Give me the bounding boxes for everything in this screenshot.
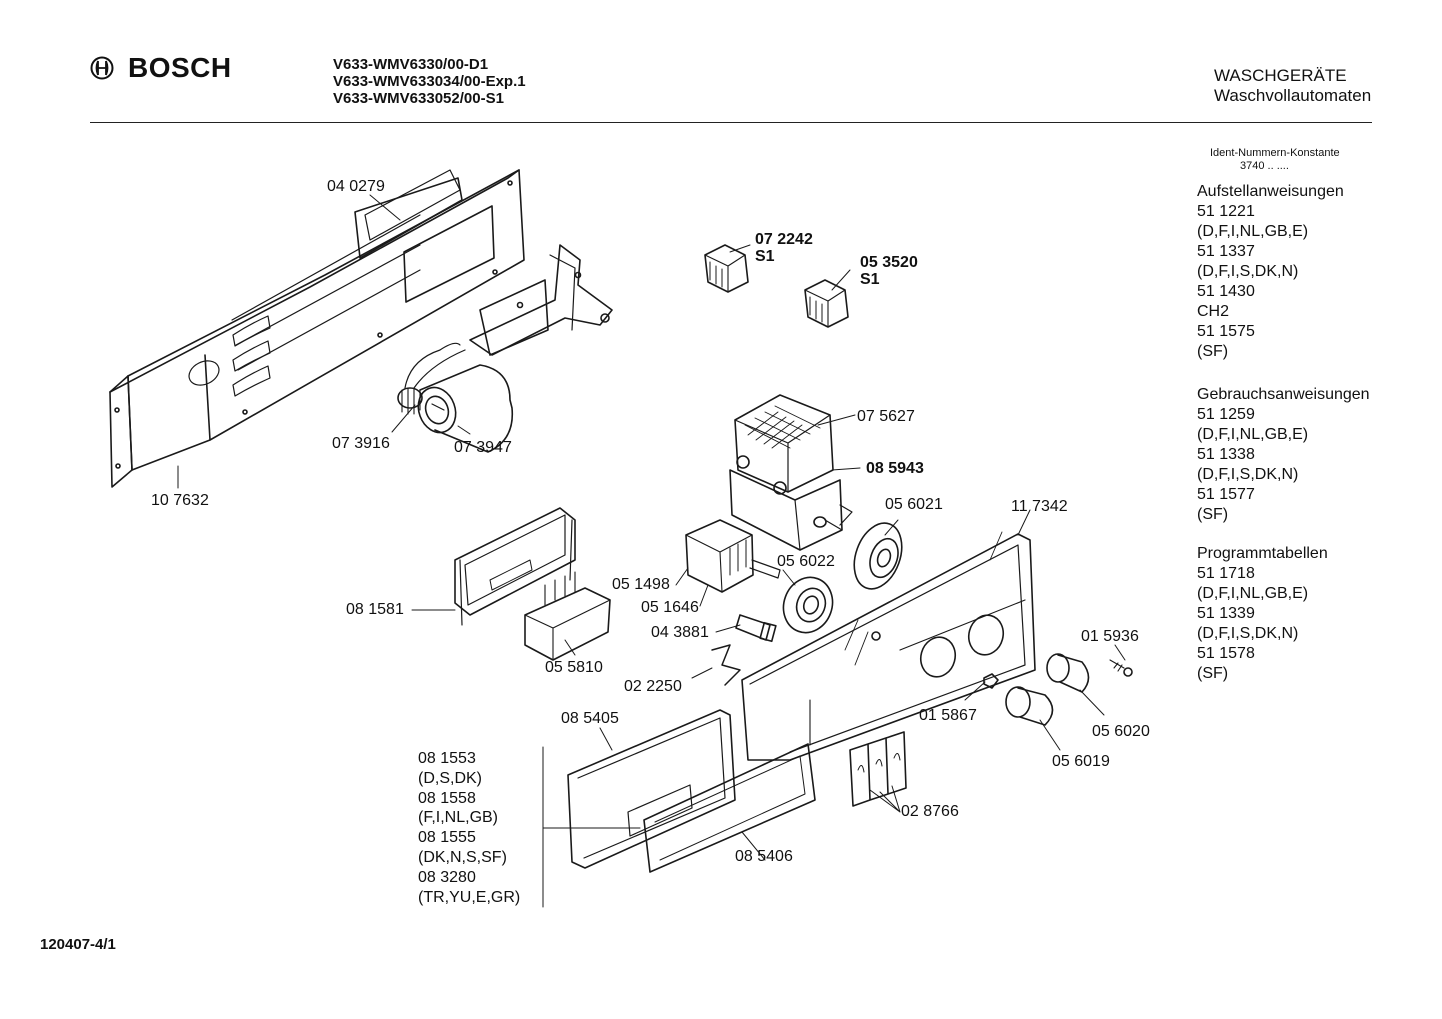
variant-line: 08 1555 <box>418 829 476 847</box>
panel-variant-list: 08 1553 (D,S,DK) 08 1558 (F,I,NL,GB) 08 … <box>418 749 520 907</box>
display-frame <box>454 507 576 626</box>
section-title: Aufstellanweisungen <box>1197 183 1344 200</box>
gebrauch-section: Gebrauchsanweisungen 51 1259 (D,F,I,NL,G… <box>1197 385 1370 525</box>
part-label-056020: 05 6020 <box>1092 723 1150 740</box>
ident-label: Ident-Nummern-Konstante <box>1210 147 1340 159</box>
doc-line: 51 1259 <box>1197 406 1255 423</box>
doc-line: 51 1577 <box>1197 486 1255 503</box>
knob-056020 <box>1046 653 1090 693</box>
doc-line: (D,F,I,S,DK,N) <box>1197 625 1299 642</box>
part-label-015867: 01 5867 <box>919 707 977 724</box>
doc-line: 51 1430 <box>1197 283 1255 300</box>
part-label-072242-s1: S1 <box>755 248 775 265</box>
variant-line: (DK,N,S,SF) <box>418 848 507 866</box>
knob-056022 <box>782 576 834 634</box>
model-line: V633-WMV633034/00-Exp.1 <box>333 73 526 90</box>
push-buttons <box>849 731 907 807</box>
part-label-073947: 07 3947 <box>454 439 512 456</box>
doc-line: (D,F,I,NL,GB,E) <box>1197 585 1309 602</box>
variant-line: (F,I,NL,GB) <box>418 809 499 827</box>
connector-block <box>524 571 611 661</box>
variant-line: (TR,YU,E,GR) <box>418 888 521 906</box>
part-label-040279: 04 0279 <box>327 178 385 195</box>
model-line: V633-WMV633052/00-S1 <box>333 90 504 107</box>
part-label-085943: 08 5943 <box>866 460 924 477</box>
doc-line: 51 1575 <box>1197 323 1255 340</box>
mounting-bracket <box>469 244 613 356</box>
category-subtitle: Waschvollautomaten <box>1214 86 1372 105</box>
doc-line: (D,F,I,NL,GB,E) <box>1197 223 1309 240</box>
variant-line: 08 1553 <box>418 750 476 767</box>
part-label-056019: 05 6019 <box>1052 753 1110 770</box>
doc-line: (D,F,I,S,DK,N) <box>1197 263 1299 280</box>
aufstell-section: Aufstellanweisungen 51 1221 (D,F,I,NL,GB… <box>1197 182 1344 362</box>
programme-timer <box>729 394 853 551</box>
programm-section: Programmtabellen 51 1718 (D,F,I,NL,GB,E)… <box>1197 544 1328 684</box>
variant-line: (D,S,DK) <box>418 769 482 787</box>
ident-value: 3740 .. .... <box>1240 160 1289 172</box>
doc-line: CH2 <box>1197 303 1230 320</box>
doc-line: 51 1338 <box>1197 446 1255 463</box>
part-label-028766: 02 8766 <box>901 803 959 820</box>
category: WASCHGERÄTE Waschvollautomaten <box>1214 66 1371 106</box>
screw <box>1109 659 1133 677</box>
header-divider <box>90 122 1372 123</box>
suppressor <box>397 342 466 415</box>
model-list: V633-WMV6330/00-D1 V633-WMV633034/00-Exp… <box>333 56 526 107</box>
brand-name: BOSCH <box>128 52 232 83</box>
part-label-073916: 07 3916 <box>332 435 390 452</box>
doc-line: (D,F,I,S,DK,N) <box>1197 466 1299 483</box>
variant-line: 08 3280 <box>418 868 476 886</box>
doc-line: (SF) <box>1197 665 1229 682</box>
part-label-051646: 05 1646 <box>641 599 699 616</box>
switch-072242 <box>704 244 749 293</box>
part-label-051498: 05 1498 <box>612 576 670 593</box>
doc-line: 51 1718 <box>1197 565 1255 582</box>
doc-line: (SF) <box>1197 343 1229 360</box>
section-title: Gebrauchsanweisungen <box>1197 386 1370 403</box>
knob-056021 <box>853 522 903 590</box>
part-label-056022: 05 6022 <box>777 553 835 570</box>
part-label-015936: 01 5936 <box>1081 628 1139 645</box>
variant-line: 08 1558 <box>418 789 476 807</box>
doc-line: 51 1578 <box>1197 645 1255 662</box>
indicator-lamp <box>735 614 777 643</box>
leader-lines <box>177 194 1126 908</box>
section-title: Programmtabellen <box>1197 545 1328 562</box>
selector-switch <box>685 519 781 593</box>
part-label-056021: 05 6021 <box>885 496 943 513</box>
part-label-081581: 08 1581 <box>346 601 404 618</box>
knob-056019 <box>1005 686 1054 726</box>
part-label-117342: 11 7342 <box>1011 498 1068 515</box>
part-label-043881: 04 3881 <box>651 624 709 641</box>
doc-line: 51 1337 <box>1197 243 1255 260</box>
drawing-number: 120407-4/1 <box>40 936 116 953</box>
capacitor <box>417 364 514 453</box>
part-label-075627: 07 5627 <box>857 408 915 425</box>
switch-053520 <box>804 279 849 328</box>
doc-line: (D,F,I,NL,GB,E) <box>1197 426 1309 443</box>
doc-line: 51 1221 <box>1197 203 1255 220</box>
part-label-072242: 07 2242 <box>755 231 813 248</box>
model-line: V633-WMV6330/00-D1 <box>333 56 489 73</box>
part-label-055810: 05 5810 <box>545 659 603 676</box>
part-label-085405: 08 5405 <box>561 710 619 727</box>
ident-block: Ident-Nummern-Konstante 3740 .. .... <box>1210 147 1340 173</box>
part-label-053520-s1: S1 <box>860 271 880 288</box>
doc-line: 51 1339 <box>1197 605 1255 622</box>
brand: BOSCH <box>90 52 232 84</box>
category-title: WASCHGERÄTE <box>1214 66 1347 85</box>
doc-line: (SF) <box>1197 506 1229 523</box>
part-label-022250: 02 2250 <box>624 678 682 695</box>
program-card <box>643 743 816 873</box>
bosch-logo-icon <box>90 56 114 80</box>
rear-control-panel <box>109 169 525 488</box>
spring-clip <box>711 644 741 686</box>
part-label-085406: 08 5406 <box>735 848 793 865</box>
part-label-107632: 10 7632 <box>151 492 209 509</box>
part-label-053520: 05 3520 <box>860 254 918 271</box>
